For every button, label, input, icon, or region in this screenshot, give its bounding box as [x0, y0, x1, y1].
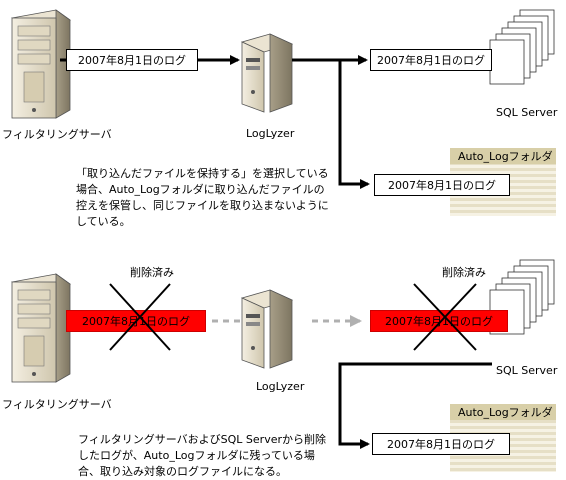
document-stack-icon-2 — [489, 259, 555, 335]
arrow-loglyzer-to-folder — [338, 60, 370, 189]
folder-title: Auto_Logフォルダ — [458, 150, 553, 163]
bottom-note-line: したログが、Auto_Logフォルダに残っている場 — [78, 449, 315, 462]
bottom-note: フィルタリングサーバおよびSQL Serverから削除 したログが、Auto_L… — [78, 432, 326, 480]
bottom-note-line: 合、取り込み対象のログファイルになる。 — [78, 465, 287, 478]
deleted-log-box-sql: 2007年8月1日のログ — [370, 310, 508, 332]
top-note-line: 控えを保管し、同じファイルを取り込まないように — [76, 199, 329, 212]
document-stack-icon — [489, 9, 555, 85]
deleted-label-source: 削除済み — [130, 266, 174, 279]
filtering-server-label: フィルタリングサーバ — [2, 128, 112, 141]
loglyzer-label: LogLyzer — [246, 127, 295, 140]
cross-out-icon-2 — [413, 283, 477, 351]
bottom-note-line: フィルタリングサーバおよびSQL Serverから削除 — [78, 433, 327, 446]
loglyzer-server-icon — [240, 33, 294, 113]
top-note-line: 「取り込んだファイルを保持する」を選択している — [76, 167, 329, 180]
loglyzer-server-icon-2 — [240, 289, 294, 369]
deleted-label-sql: 削除済み — [442, 266, 486, 279]
log-box-folder-bottom: 2007年8月1日のログ — [372, 433, 510, 455]
cross-out-icon — [109, 283, 171, 351]
filtering-server-icon-2 — [10, 273, 72, 383]
arrow-sql-to-folder-log — [338, 362, 492, 449]
log-box-folder-top: 2007年8月1日のログ — [374, 174, 510, 196]
loglyzer-label-2: LogLyzer — [256, 380, 305, 393]
top-note-line: している。 — [76, 215, 131, 228]
filtering-server-icon — [10, 9, 72, 119]
top-note: 「取り込んだファイルを保持する」を選択している 場合、Auto_Logフォルダに… — [76, 166, 329, 230]
log-box-source-top: 2007年8月1日のログ — [66, 49, 198, 71]
log-box-sql-top: 2007年8月1日のログ — [370, 49, 492, 71]
filtering-server-label-2: フィルタリングサーバ — [2, 398, 112, 411]
sql-server-label-2: SQL Server — [496, 364, 558, 377]
top-note-line: 場合、Auto_Logフォルダに取り込んだファイルの — [76, 183, 325, 196]
sql-server-label: SQL Server — [496, 106, 558, 119]
folder-title-2: Auto_Logフォルダ — [458, 406, 553, 419]
